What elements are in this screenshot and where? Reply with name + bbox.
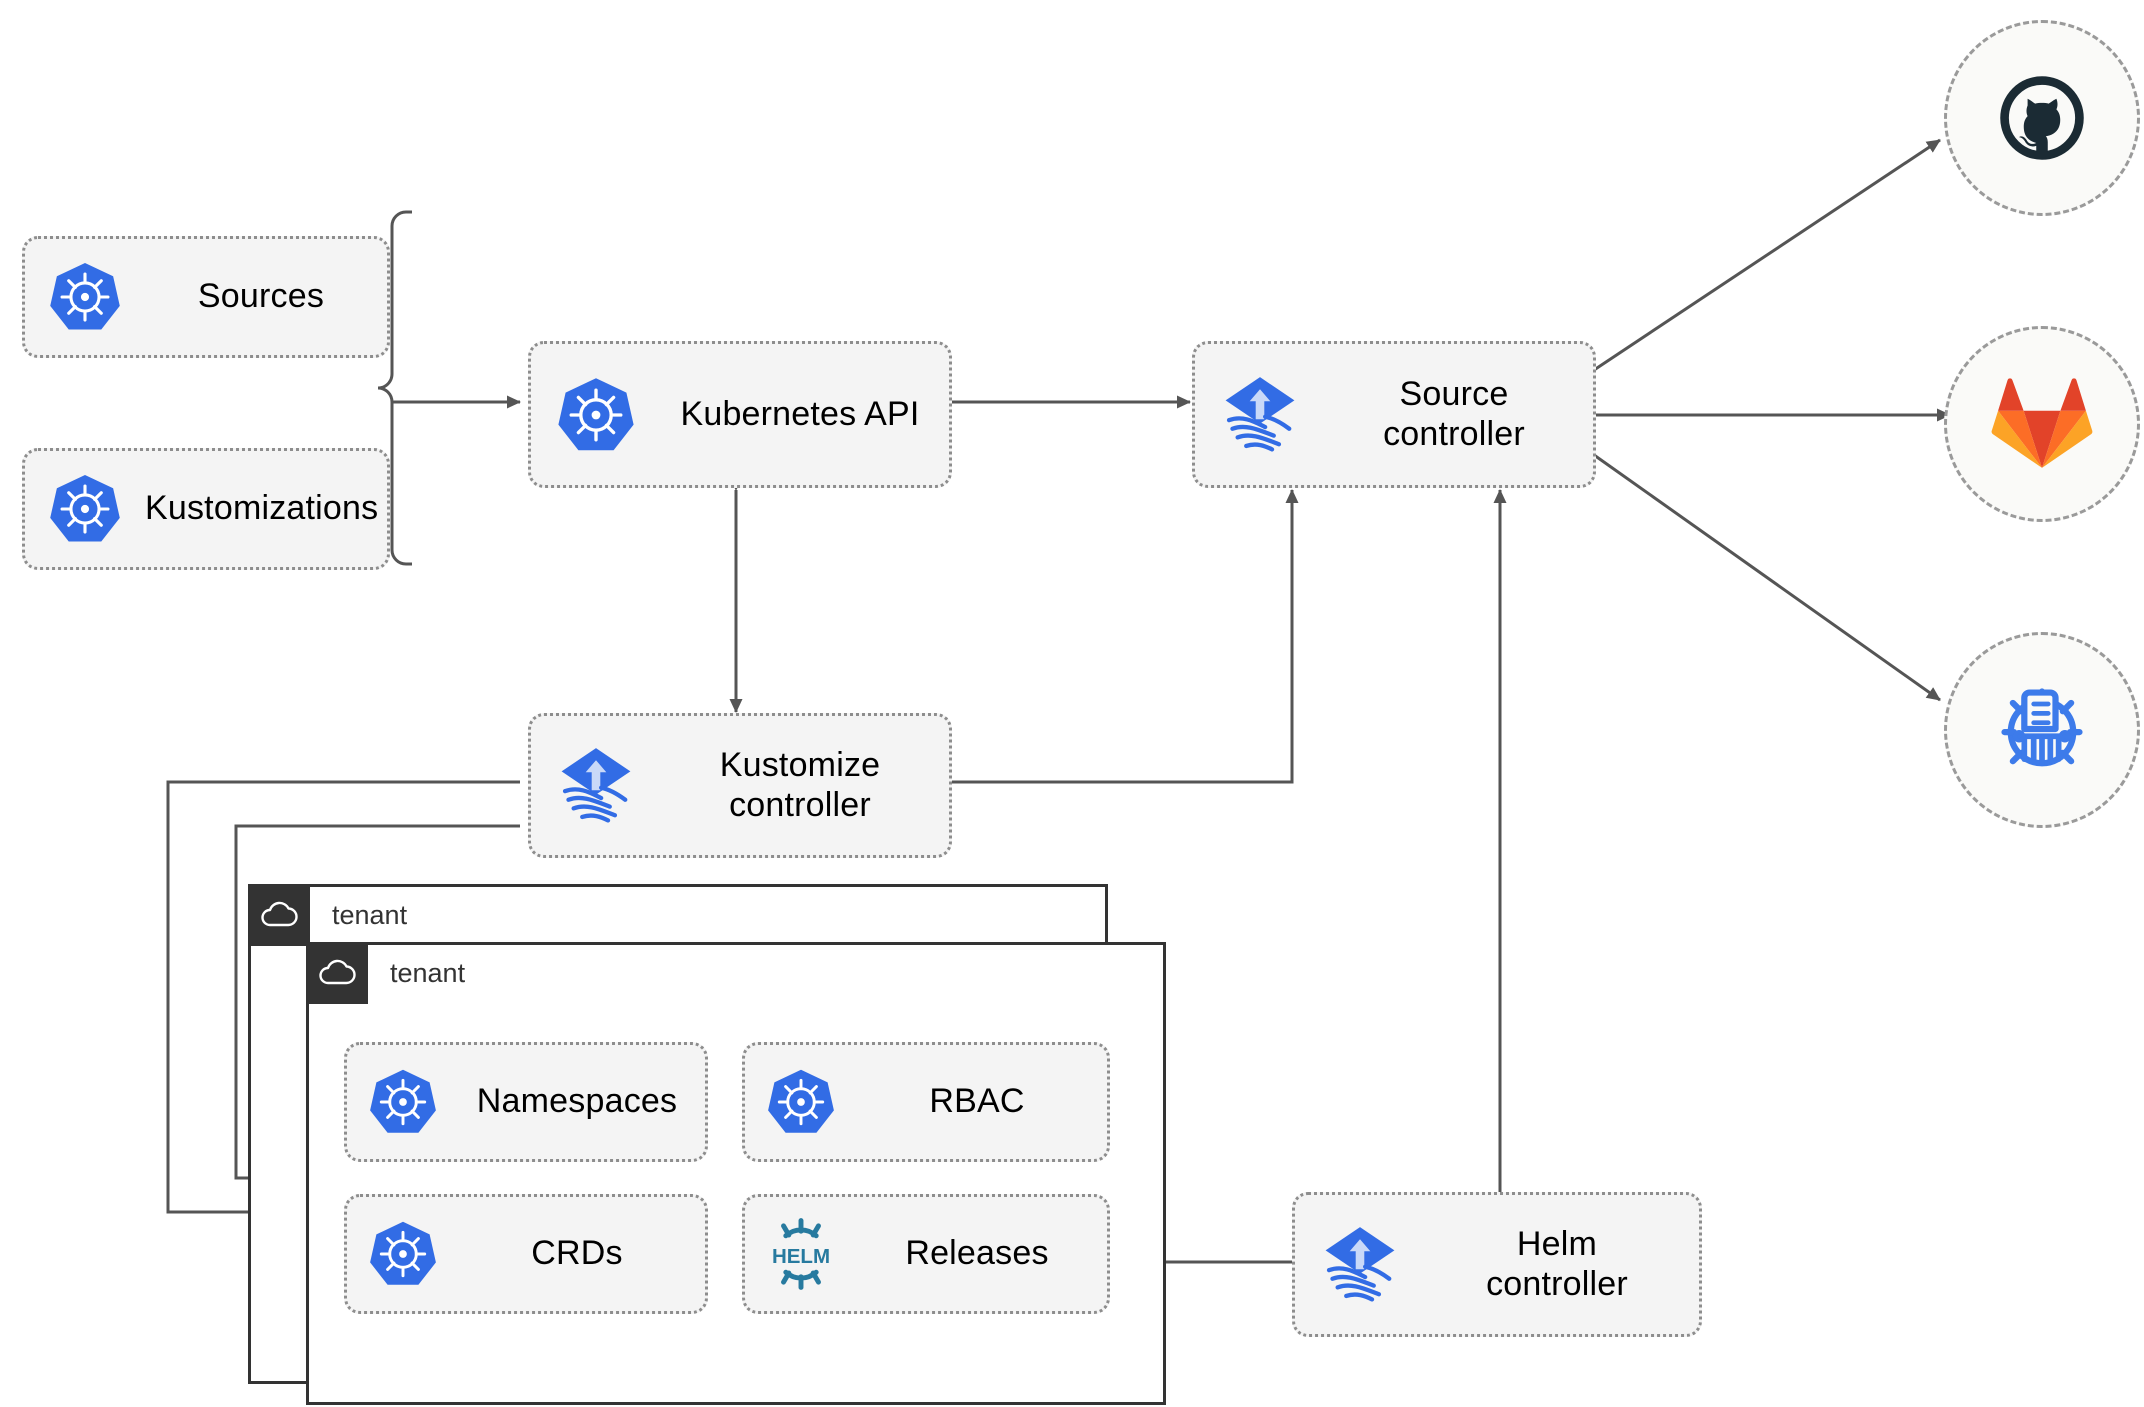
kubernetes-icon (347, 1219, 459, 1289)
node-kustomizations[interactable]: Kustomizations (22, 448, 390, 570)
node-label-line1: Source (1399, 375, 1509, 414)
cloud-icon (306, 942, 368, 1004)
node-label: Releases (905, 1234, 1049, 1273)
endpoint-gitlab[interactable] (1944, 326, 2140, 522)
cloud-icon (248, 884, 310, 946)
kubernetes-icon (745, 1067, 857, 1137)
kubernetes-icon (25, 472, 145, 546)
node-label: Sources (197, 277, 325, 316)
endpoint-github[interactable] (1944, 20, 2140, 216)
node-label: Kustomizations (145, 489, 379, 528)
node-label-line2: controller (1383, 414, 1525, 453)
github-icon (2000, 76, 2084, 160)
node-sources[interactable]: Sources (22, 236, 390, 358)
node-label: RBAC (929, 1082, 1025, 1121)
tenant-label-inner: tenant (390, 957, 466, 988)
node-kustomize-controller[interactable]: Kustomize controller (528, 713, 952, 858)
endpoint-helm-repository[interactable] (1944, 632, 2140, 828)
node-kubernetes-api[interactable]: Kubernetes API (528, 341, 952, 488)
node-label: Kubernetes API (680, 394, 920, 433)
node-helm-controller[interactable]: Helm controller (1292, 1192, 1702, 1337)
kubernetes-icon (25, 260, 145, 334)
tenant-label-outer: tenant (332, 899, 408, 930)
helm-icon: HELM (745, 1216, 857, 1292)
node-label: Source controller (1325, 375, 1593, 453)
node-label-line1: Helm (1516, 1225, 1598, 1264)
helm-repository-icon (2001, 688, 2083, 767)
node-source-controller[interactable]: Source controller (1192, 341, 1596, 488)
node-label-line2: controller (729, 785, 871, 824)
node-label: Namespaces (476, 1082, 678, 1121)
node-label: Helm controller (1425, 1225, 1699, 1303)
node-label-line1: Kustomize (719, 746, 881, 785)
flux-icon (1195, 372, 1325, 458)
node-releases[interactable]: HELM Releases (742, 1194, 1110, 1314)
node-namespaces[interactable]: Namespaces (344, 1042, 708, 1162)
node-crds[interactable]: CRDs (344, 1194, 708, 1314)
flux-icon (531, 743, 661, 829)
tenant-header-inner: tenant (306, 942, 465, 1004)
kubernetes-icon (531, 375, 661, 455)
flux-icon (1295, 1222, 1425, 1308)
node-label: Kustomize controller (661, 746, 949, 824)
svg-text:HELM: HELM (772, 1245, 830, 1268)
node-label: CRDs (531, 1234, 623, 1273)
tenant-header-outer: tenant (248, 884, 407, 946)
gitlab-icon (1991, 378, 2093, 468)
tenant-container-inner: tenant (306, 942, 1166, 1405)
kubernetes-icon (347, 1067, 459, 1137)
node-rbac[interactable]: RBAC (742, 1042, 1110, 1162)
node-label-line2: controller (1486, 1264, 1628, 1303)
